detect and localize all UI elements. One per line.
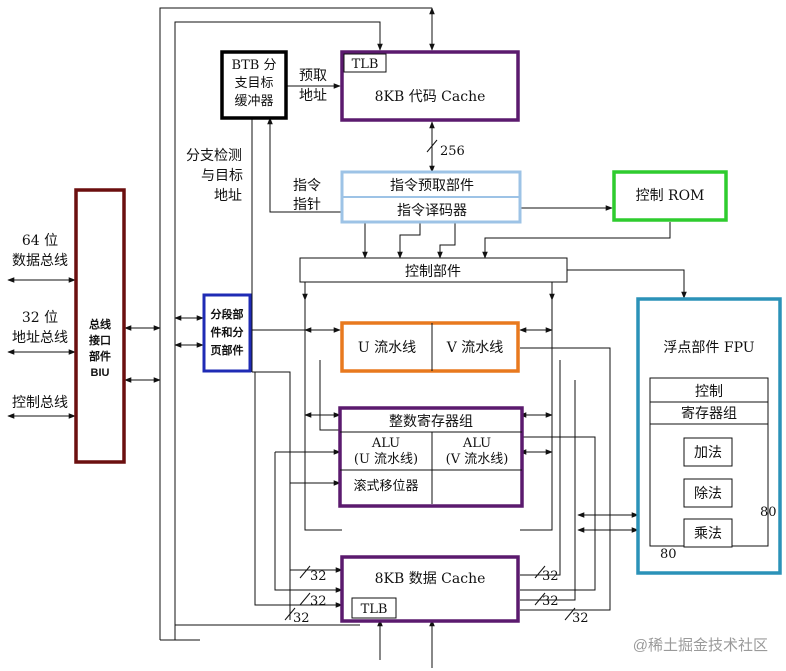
width-256: 256 (440, 144, 465, 159)
data-cache-tlb: TLB (361, 602, 388, 617)
control-rom-label: 控制 ROM (636, 188, 705, 204)
shifter-label: 滚式移位器 (353, 478, 418, 494)
int-reg-block: 整数寄存器组 ALU (U 流水线) ALU (V 流水线) 滚式移位器 (338, 406, 524, 508)
fpu-title: 浮点部件 FPU (663, 340, 754, 356)
fpu-regs: 寄存器组 (681, 405, 737, 422)
prefetch-addr-label-1: 预取 (299, 68, 327, 84)
btb-label-1: BTB 分 (232, 58, 277, 73)
biu-label-4: BIU (91, 367, 110, 379)
seg-block: 分段部 件和分 页部件 (202, 293, 252, 373)
pipe-to-fpu (520, 347, 611, 611)
bus32-label-2: 地址总线 (12, 330, 68, 346)
fpu-add: 加法 (694, 445, 722, 461)
u-pipe-label: U 流水线 (358, 340, 416, 356)
code-cache-tlb: TLB (352, 57, 379, 72)
fpu-w80-a: 80 (760, 505, 777, 520)
fpu-ctrl: 控制 (695, 384, 723, 400)
pipeline-block: U 流水线 V 流水线 (340, 321, 520, 373)
ctrl-bus-label: 控制总线 (12, 395, 68, 411)
btb-label-2: 支目标 (234, 76, 273, 91)
instr-ptr-1: 指令 (293, 178, 321, 194)
left-loop-a (274, 452, 343, 593)
biu-label-2: 接口 (89, 333, 111, 347)
int-reg-label: 整数寄存器组 (389, 413, 473, 430)
w32-f: 32 (572, 611, 589, 626)
branch-detect-1: 分支检测 (186, 148, 242, 164)
biu-label-3: 部件 (89, 349, 111, 363)
reg-to-dc-left (319, 360, 340, 431)
right-loop-a (520, 360, 561, 576)
biu-label-1: 总线 (89, 317, 111, 331)
fpu-w80-b: 80 (660, 547, 677, 562)
btb-label-3: 缓冲器 (234, 94, 273, 109)
prefetch-addr-label-2: 地址 (299, 88, 327, 104)
code-cache-label: 8KB 代码 Cache (375, 89, 486, 105)
pipe-right-loop (520, 300, 553, 531)
alu-right-loop (520, 436, 596, 591)
w32-a: 32 (310, 569, 327, 584)
w32-d: 32 (542, 569, 559, 584)
bus64-label-2: 数据总线 (12, 253, 68, 269)
connection-lines (7, 7, 756, 668)
data-cache-label: 8KB 数据 Cache (375, 571, 486, 587)
control-unit-block: 控制部件 (299, 257, 568, 283)
prefetch-decoder-block: 指令预取部件 指令译码器 (340, 170, 522, 224)
left-loop-c (289, 372, 343, 573)
alu-v-1: ALU (462, 436, 491, 451)
v-pipe-label: V 流水线 (446, 340, 504, 356)
bus64-label-1: 64 位 (22, 233, 58, 249)
seg-label-1: 分段部 (211, 307, 244, 321)
left-loop-b (254, 372, 343, 608)
fpu-mul: 乘法 (694, 526, 722, 542)
w32-b: 32 (310, 594, 327, 609)
watermark: @稀土掘金技术社区 (633, 637, 768, 654)
bus32-label-1: 32 位 (22, 310, 58, 326)
right-loop-b (520, 380, 576, 601)
w32-c: 32 (293, 611, 310, 626)
alu-u-1: ALU (371, 436, 400, 451)
dec-down-2 (397, 222, 421, 259)
control-rom-block: 控制 ROM (612, 170, 728, 222)
inner-loop (174, 21, 383, 640)
seg-label-2: 件和分 (211, 325, 244, 339)
btb-detect-loop (252, 371, 291, 620)
btb-block: BTB 分 支目标 缓冲器 (220, 50, 288, 120)
alu-v-2: (V 流水线) (446, 452, 509, 467)
seg-label-3: 页部件 (211, 343, 244, 357)
w32-e: 32 (542, 594, 559, 609)
branch-detect-2: 与目标 (201, 168, 243, 184)
code-cache-block: TLB 8KB 代码 Cache (340, 50, 520, 122)
data-cache-block: 8KB 数据 Cache TLB (340, 555, 520, 623)
control-unit-label: 控制部件 (405, 264, 461, 280)
prefetch-label: 指令预取部件 (390, 178, 474, 194)
pipe-left-loop (304, 300, 342, 531)
decoder-to-btb (267, 117, 342, 213)
biu-block: 总线 接口 部件 BIU (74, 188, 126, 464)
control-to-fpu (567, 269, 687, 299)
rom-down (482, 222, 671, 259)
branch-detect-3: 地址 (214, 188, 242, 204)
outer-bus-loop (159, 7, 432, 640)
fpu-block: 浮点部件 FPU 控制 寄存器组 加法 除法 乘法 80 80 (636, 297, 782, 575)
fpu-div: 除法 (694, 486, 722, 502)
decoder-label: 指令译码器 (397, 203, 467, 219)
dec-down-3 (437, 222, 456, 259)
alu-u-2: (U 流水线) (354, 452, 418, 467)
instr-ptr-2: 指针 (293, 197, 321, 213)
